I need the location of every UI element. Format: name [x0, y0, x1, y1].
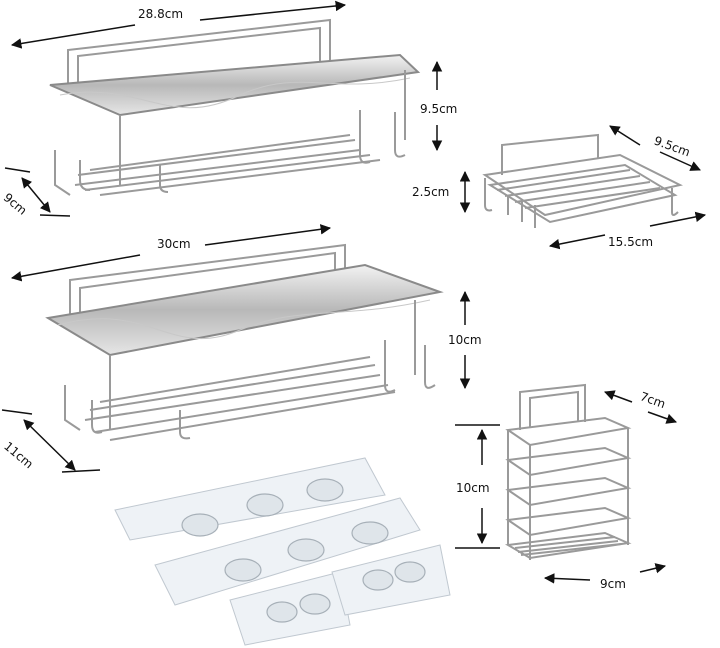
adhesive-hook [299, 593, 331, 615]
adhesive-pad [154, 497, 421, 606]
holder-depth-dim: 7cm [604, 389, 677, 424]
holder-depth-label: 7cm [638, 389, 667, 411]
adhesive-hook [224, 558, 262, 582]
soap-dish-width-label: 15.5cm [608, 235, 653, 249]
holder-height-dim: 10cm [455, 424, 500, 549]
bottom-shelf-height-label: 10cm [448, 333, 482, 347]
top-shelf-height-dim: 9.5cm [420, 60, 457, 152]
adhesive-hook [287, 538, 325, 562]
top-shelf-height-label: 9.5cm [420, 102, 457, 116]
top-shelf-depth-dim: 9cm [1, 167, 71, 218]
adhesive-hook [181, 513, 219, 537]
top-shelf-width-dim: 28.8cm [10, 0, 347, 49]
adhesive-hook [246, 493, 284, 517]
top-shelf [49, 18, 421, 196]
bottom-shelf [45, 243, 444, 441]
soap-dish [482, 133, 683, 228]
adhesive-hook [266, 601, 298, 623]
bottom-shelf-height-dim: 10cm [448, 290, 482, 390]
adhesive-hook [351, 521, 389, 545]
adhesive-hook [362, 569, 394, 591]
bottom-shelf-width-label: 30cm [157, 237, 191, 251]
adhesive-hook [394, 561, 426, 583]
soap-dish-height-label: 2.5cm [412, 185, 449, 199]
holder-width-dim: 9cm [543, 563, 667, 591]
toothbrush-holder [504, 383, 632, 560]
bottom-shelf-depth-label: 11cm [1, 439, 36, 471]
adhesive-hook [306, 478, 344, 502]
holder-height-label: 10cm [456, 481, 490, 495]
soap-dish-depth-label: 9.5cm [652, 134, 692, 160]
soap-dish-width-dim: 15.5cm [548, 211, 707, 250]
soap-dish-depth-dim: 9.5cm [609, 125, 701, 171]
top-shelf-width-label: 28.8cm [138, 7, 183, 21]
adhesive-pads [114, 457, 451, 646]
soap-dish-height-dim: 2.5cm [412, 170, 471, 214]
top-shelf-depth-label: 9cm [1, 190, 30, 217]
holder-width-label: 9cm [600, 577, 626, 591]
bottom-shelf-width-dim: 30cm [10, 224, 332, 282]
